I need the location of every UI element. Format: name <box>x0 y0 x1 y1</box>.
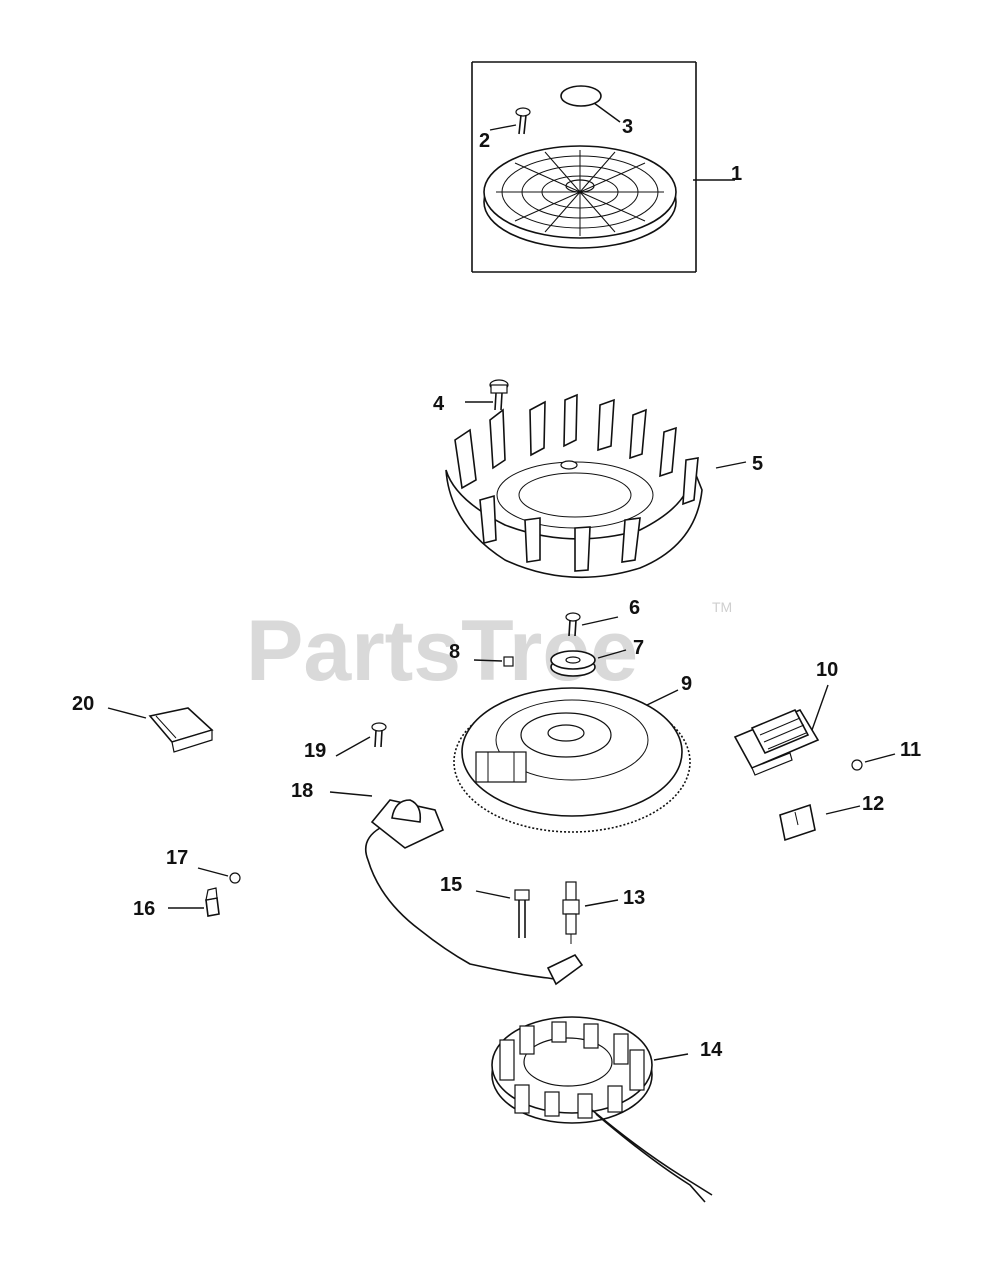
part-1-kit-box <box>471 61 697 273</box>
part-13-spark-plug[interactable] <box>562 881 580 944</box>
part-9-flywheel[interactable] <box>453 687 691 833</box>
callout-12: 12 <box>862 793 884 815</box>
part-18-ignition-module[interactable] <box>364 799 584 986</box>
part-7-washer[interactable] <box>550 650 596 677</box>
part-4-screw[interactable] <box>489 379 509 411</box>
callout-2: 2 <box>479 130 490 152</box>
watermark-trademark: TM <box>712 599 732 615</box>
part-17-nut[interactable] <box>229 872 241 884</box>
part-10-rectifier[interactable] <box>733 708 820 776</box>
callout-20: 20 <box>72 693 94 715</box>
callout-11: 11 <box>900 739 921 761</box>
callout-6: 6 <box>629 597 640 619</box>
part-1-grass-screen[interactable] <box>483 145 677 249</box>
callout-13: 13 <box>623 887 645 909</box>
callout-9: 9 <box>681 673 692 695</box>
callout-16: 16 <box>133 898 155 920</box>
leader-lines <box>107 102 896 1061</box>
part-15-screw[interactable] <box>514 889 530 938</box>
callout-10: 10 <box>816 659 838 681</box>
callout-1: 1 <box>731 163 742 185</box>
callout-17: 17 <box>166 847 188 869</box>
part-5-fan[interactable] <box>445 393 703 579</box>
part-3-decal[interactable] <box>560 85 602 107</box>
callout-8: 8 <box>449 641 460 663</box>
part-2-screw[interactable] <box>515 107 531 135</box>
callout-3: 3 <box>622 116 633 138</box>
callout-18: 18 <box>291 780 313 802</box>
part-14-stator[interactable] <box>491 1016 713 1203</box>
part-6-screw[interactable] <box>565 612 581 637</box>
part-20-connector[interactable] <box>148 707 214 753</box>
part-16-bracket[interactable] <box>205 887 220 917</box>
callout-4: 4 <box>433 393 445 415</box>
part-12-connector[interactable] <box>779 803 816 842</box>
callout-14: 14 <box>700 1039 723 1061</box>
callout-7: 7 <box>633 637 644 659</box>
callout-5: 5 <box>752 453 763 475</box>
callout-15: 15 <box>440 874 462 896</box>
part-11-nut[interactable] <box>851 759 863 771</box>
callout-19: 19 <box>304 740 326 762</box>
part-19-screw[interactable] <box>371 722 387 748</box>
part-8-key[interactable] <box>503 656 514 667</box>
